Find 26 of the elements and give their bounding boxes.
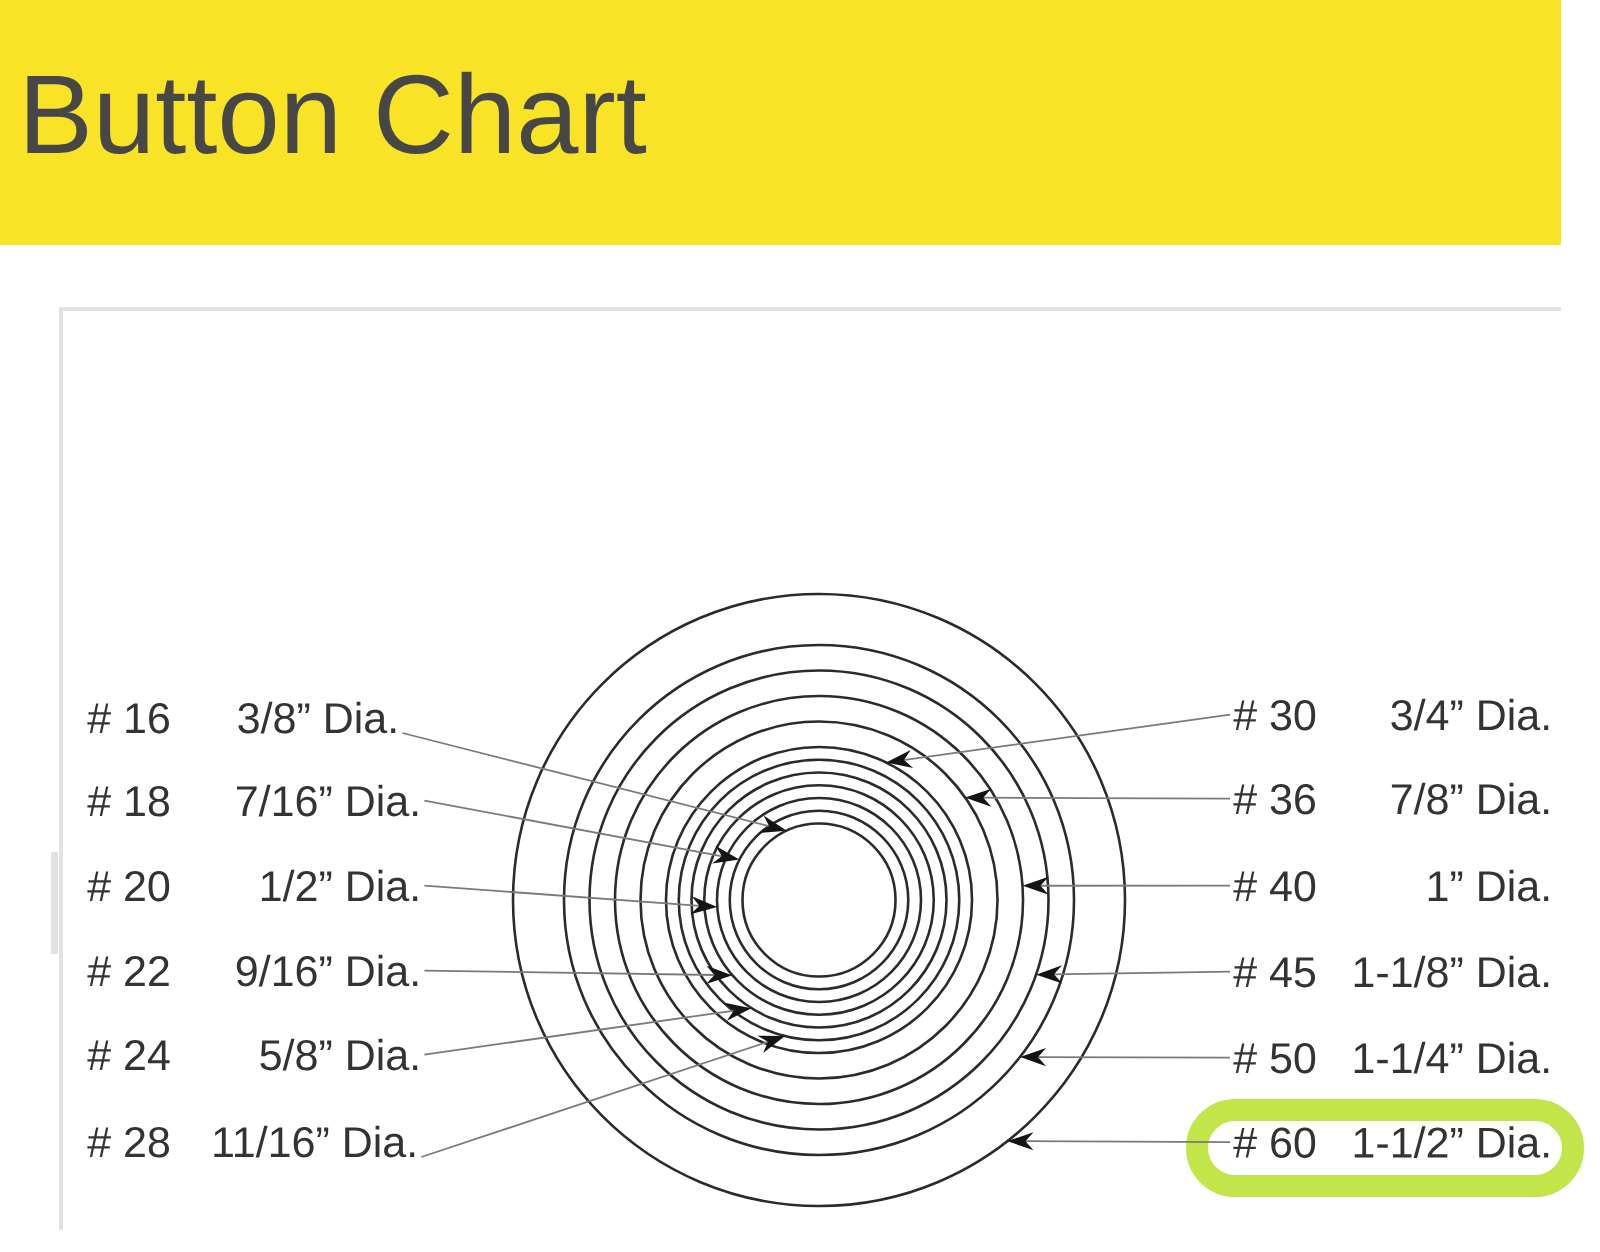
title-banner: Button Chart: [0, 0, 1561, 245]
size-label: # 60 1-1/2” Dia.: [1233, 1126, 1549, 1158]
size-circle: [562, 643, 1076, 1157]
size-label: # 22 9/16” Dia.: [87, 954, 418, 987]
size-circle: [677, 758, 961, 1042]
size-label: # 16 3/8” Dia.: [87, 701, 396, 734]
size-label: # 40 1” Dia.: [1233, 869, 1549, 902]
size-circle: [741, 822, 897, 978]
size-circle: [702, 783, 936, 1017]
size-label: # 28 11/16” Dia.: [87, 1125, 415, 1158]
size-circle: [715, 796, 923, 1004]
size-circle: [728, 809, 910, 991]
size-circle: [613, 694, 1025, 1106]
size-circle: [664, 745, 974, 1055]
size-label: # 45 1-1/8” Dia.: [1233, 955, 1549, 988]
size-circle: [639, 720, 999, 1080]
highlight-frame: [1186, 1099, 1584, 1197]
size-circle: [511, 592, 1127, 1208]
size-label: # 18 7/16” Dia.: [87, 784, 418, 817]
size-label: # 36 7/8” Dia.: [1233, 782, 1549, 815]
size-label: # 20 1/2” Dia.: [87, 869, 418, 902]
size-label: # 30 3/4” Dia.: [1233, 698, 1549, 731]
size-label: # 50 1-1/4” Dia.: [1233, 1041, 1549, 1074]
size-circle: [588, 669, 1050, 1131]
size-circle: [690, 771, 948, 1029]
size-label: # 24 5/8” Dia.: [87, 1038, 418, 1071]
